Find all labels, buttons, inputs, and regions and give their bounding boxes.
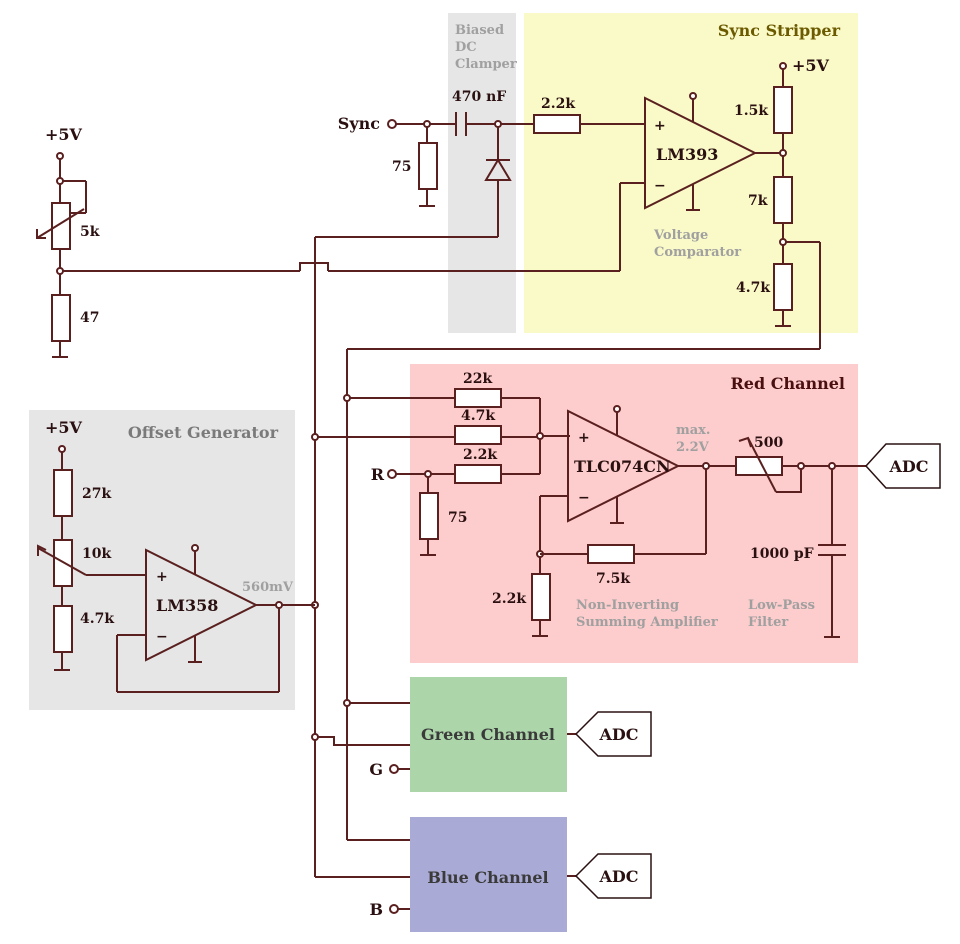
resistor-red-75 xyxy=(419,492,439,540)
adc-red: ADC xyxy=(864,443,941,489)
cap-470nf-label: 470 nF xyxy=(452,89,506,105)
resistor-7k5 xyxy=(587,544,635,564)
red-channel-circuit: 22k 4.7k R 2.2k 75 + − TLC074CN 7.5k xyxy=(371,371,866,638)
adc-green-label: ADC xyxy=(598,725,638,744)
r-4k7-red-label: 4.7k xyxy=(461,408,495,424)
red-75-label: 75 xyxy=(448,510,467,526)
r-22k-label: 22k xyxy=(463,371,492,387)
max-note-2: 2.2V xyxy=(676,440,710,455)
lm393-minus: − xyxy=(654,178,666,194)
bias-trim-section: +5V 5k 47 xyxy=(36,125,620,358)
region-red-channel xyxy=(410,364,858,663)
b-terminal xyxy=(389,904,399,914)
adc-blue-label: ADC xyxy=(598,867,638,886)
summing-note-2: Summing Amplifier xyxy=(576,615,718,630)
red-channel-title: Red Channel xyxy=(731,374,846,393)
region-offset-generator xyxy=(29,410,295,710)
r-input-label: R xyxy=(371,465,385,484)
offset-generator-circuit: +5V 27k 10k 4.7k + − LM358 560mV xyxy=(37,418,315,693)
adc-blue: ADC xyxy=(567,853,652,899)
lpf-note-2: Filter xyxy=(748,615,788,630)
lm358-minus: − xyxy=(156,629,168,645)
pot-500-label: 500 xyxy=(754,435,783,451)
lm393-opamp-icon xyxy=(644,96,758,210)
pot-5k-label: 5k xyxy=(80,224,100,240)
r-7k5-label: 7.5k xyxy=(596,571,630,587)
sync-terminal xyxy=(387,119,397,129)
tlc-minus: − xyxy=(578,490,590,506)
bus-lines xyxy=(311,237,540,878)
summing-note-1: Non-Inverting xyxy=(576,598,679,613)
lm358-opamp-icon xyxy=(145,548,259,662)
cap-1000pf-label: 1000 pF xyxy=(750,546,814,562)
resistor-47 xyxy=(51,294,71,342)
blue-channel-title: Blue Channel xyxy=(427,868,548,887)
sync-vcc-label: +5V xyxy=(792,56,830,75)
lpf-note-1: Low-Pass xyxy=(748,598,815,613)
resistor-4k7-red xyxy=(454,425,502,445)
resistor-22k xyxy=(454,388,502,408)
r-4k7-offset-label: 4.7k xyxy=(80,611,114,627)
sync-2k2-label: 2.2k xyxy=(541,96,575,112)
region-sync-stripper xyxy=(524,13,858,333)
r-2k2-red-label: 2.2k xyxy=(463,447,497,463)
lm358-plus: + xyxy=(156,569,168,585)
g-terminal xyxy=(389,764,399,774)
sync-stripper-section: 2.2k + − LM393 +5V 1.5k 7k 4.7k Voltage … xyxy=(347,56,830,350)
resistor-sync-75 xyxy=(418,142,438,190)
sync-75-label: 75 xyxy=(392,159,411,175)
tlc074cn-label: TLC074CN xyxy=(574,457,671,476)
resistor-2k2-gnd xyxy=(531,573,551,621)
region-green-channel xyxy=(410,677,567,792)
offset-vcc-label: +5V xyxy=(45,418,83,437)
b-input-label: B xyxy=(369,900,383,919)
r-4k7-sync-label: 4.7k xyxy=(736,280,770,296)
r-terminal xyxy=(387,469,397,479)
tlc074cn-opamp-icon xyxy=(567,409,681,523)
green-channel-title: Green Channel xyxy=(421,725,555,744)
r-2k2-gnd-label: 2.2k xyxy=(492,591,526,607)
lm393-plus: + xyxy=(654,118,666,134)
clamper-title-1: Biased xyxy=(455,23,504,38)
sync-input-label: Sync xyxy=(338,114,380,133)
r-7k-label: 7k xyxy=(748,193,768,209)
sync-input-section: Sync 75 470 nF xyxy=(315,89,534,238)
comparator-note-2: Comparator xyxy=(654,245,741,260)
adc-red-label: ADC xyxy=(888,457,928,476)
resistor-4k7-offset xyxy=(53,605,73,653)
lm358-label: LM358 xyxy=(156,596,218,615)
region-blue-channel xyxy=(410,817,567,932)
max-note-1: max. xyxy=(676,423,710,438)
clamper-title-2: DC xyxy=(455,40,477,55)
sync-stripper-title: Sync Stripper xyxy=(718,21,841,40)
resistor-sync-2k2 xyxy=(533,114,581,134)
resistor-27k xyxy=(53,469,73,517)
r-27k-label: 27k xyxy=(82,486,111,502)
pot-10k-label: 10k xyxy=(82,546,111,562)
g-input-label: G xyxy=(369,760,383,779)
trim-vcc-label: +5V xyxy=(45,125,83,144)
comparator-note-1: Voltage xyxy=(653,228,708,243)
resistor-2k2-red xyxy=(454,464,502,484)
tlc-plus: + xyxy=(578,430,590,446)
resistor-4k7-sync xyxy=(773,263,793,311)
lm393-label: LM393 xyxy=(656,145,718,164)
clamper-title-3: Clamper xyxy=(455,57,517,72)
resistor-7k xyxy=(773,176,793,224)
offset-generator-title: Offset Generator xyxy=(128,423,279,442)
offset-voltage-note: 560mV xyxy=(242,580,294,595)
r-1k5-label: 1.5k xyxy=(734,103,768,119)
resistor-1k5 xyxy=(773,86,793,134)
adc-green: ADC xyxy=(567,711,652,757)
r-47-label: 47 xyxy=(80,310,99,326)
